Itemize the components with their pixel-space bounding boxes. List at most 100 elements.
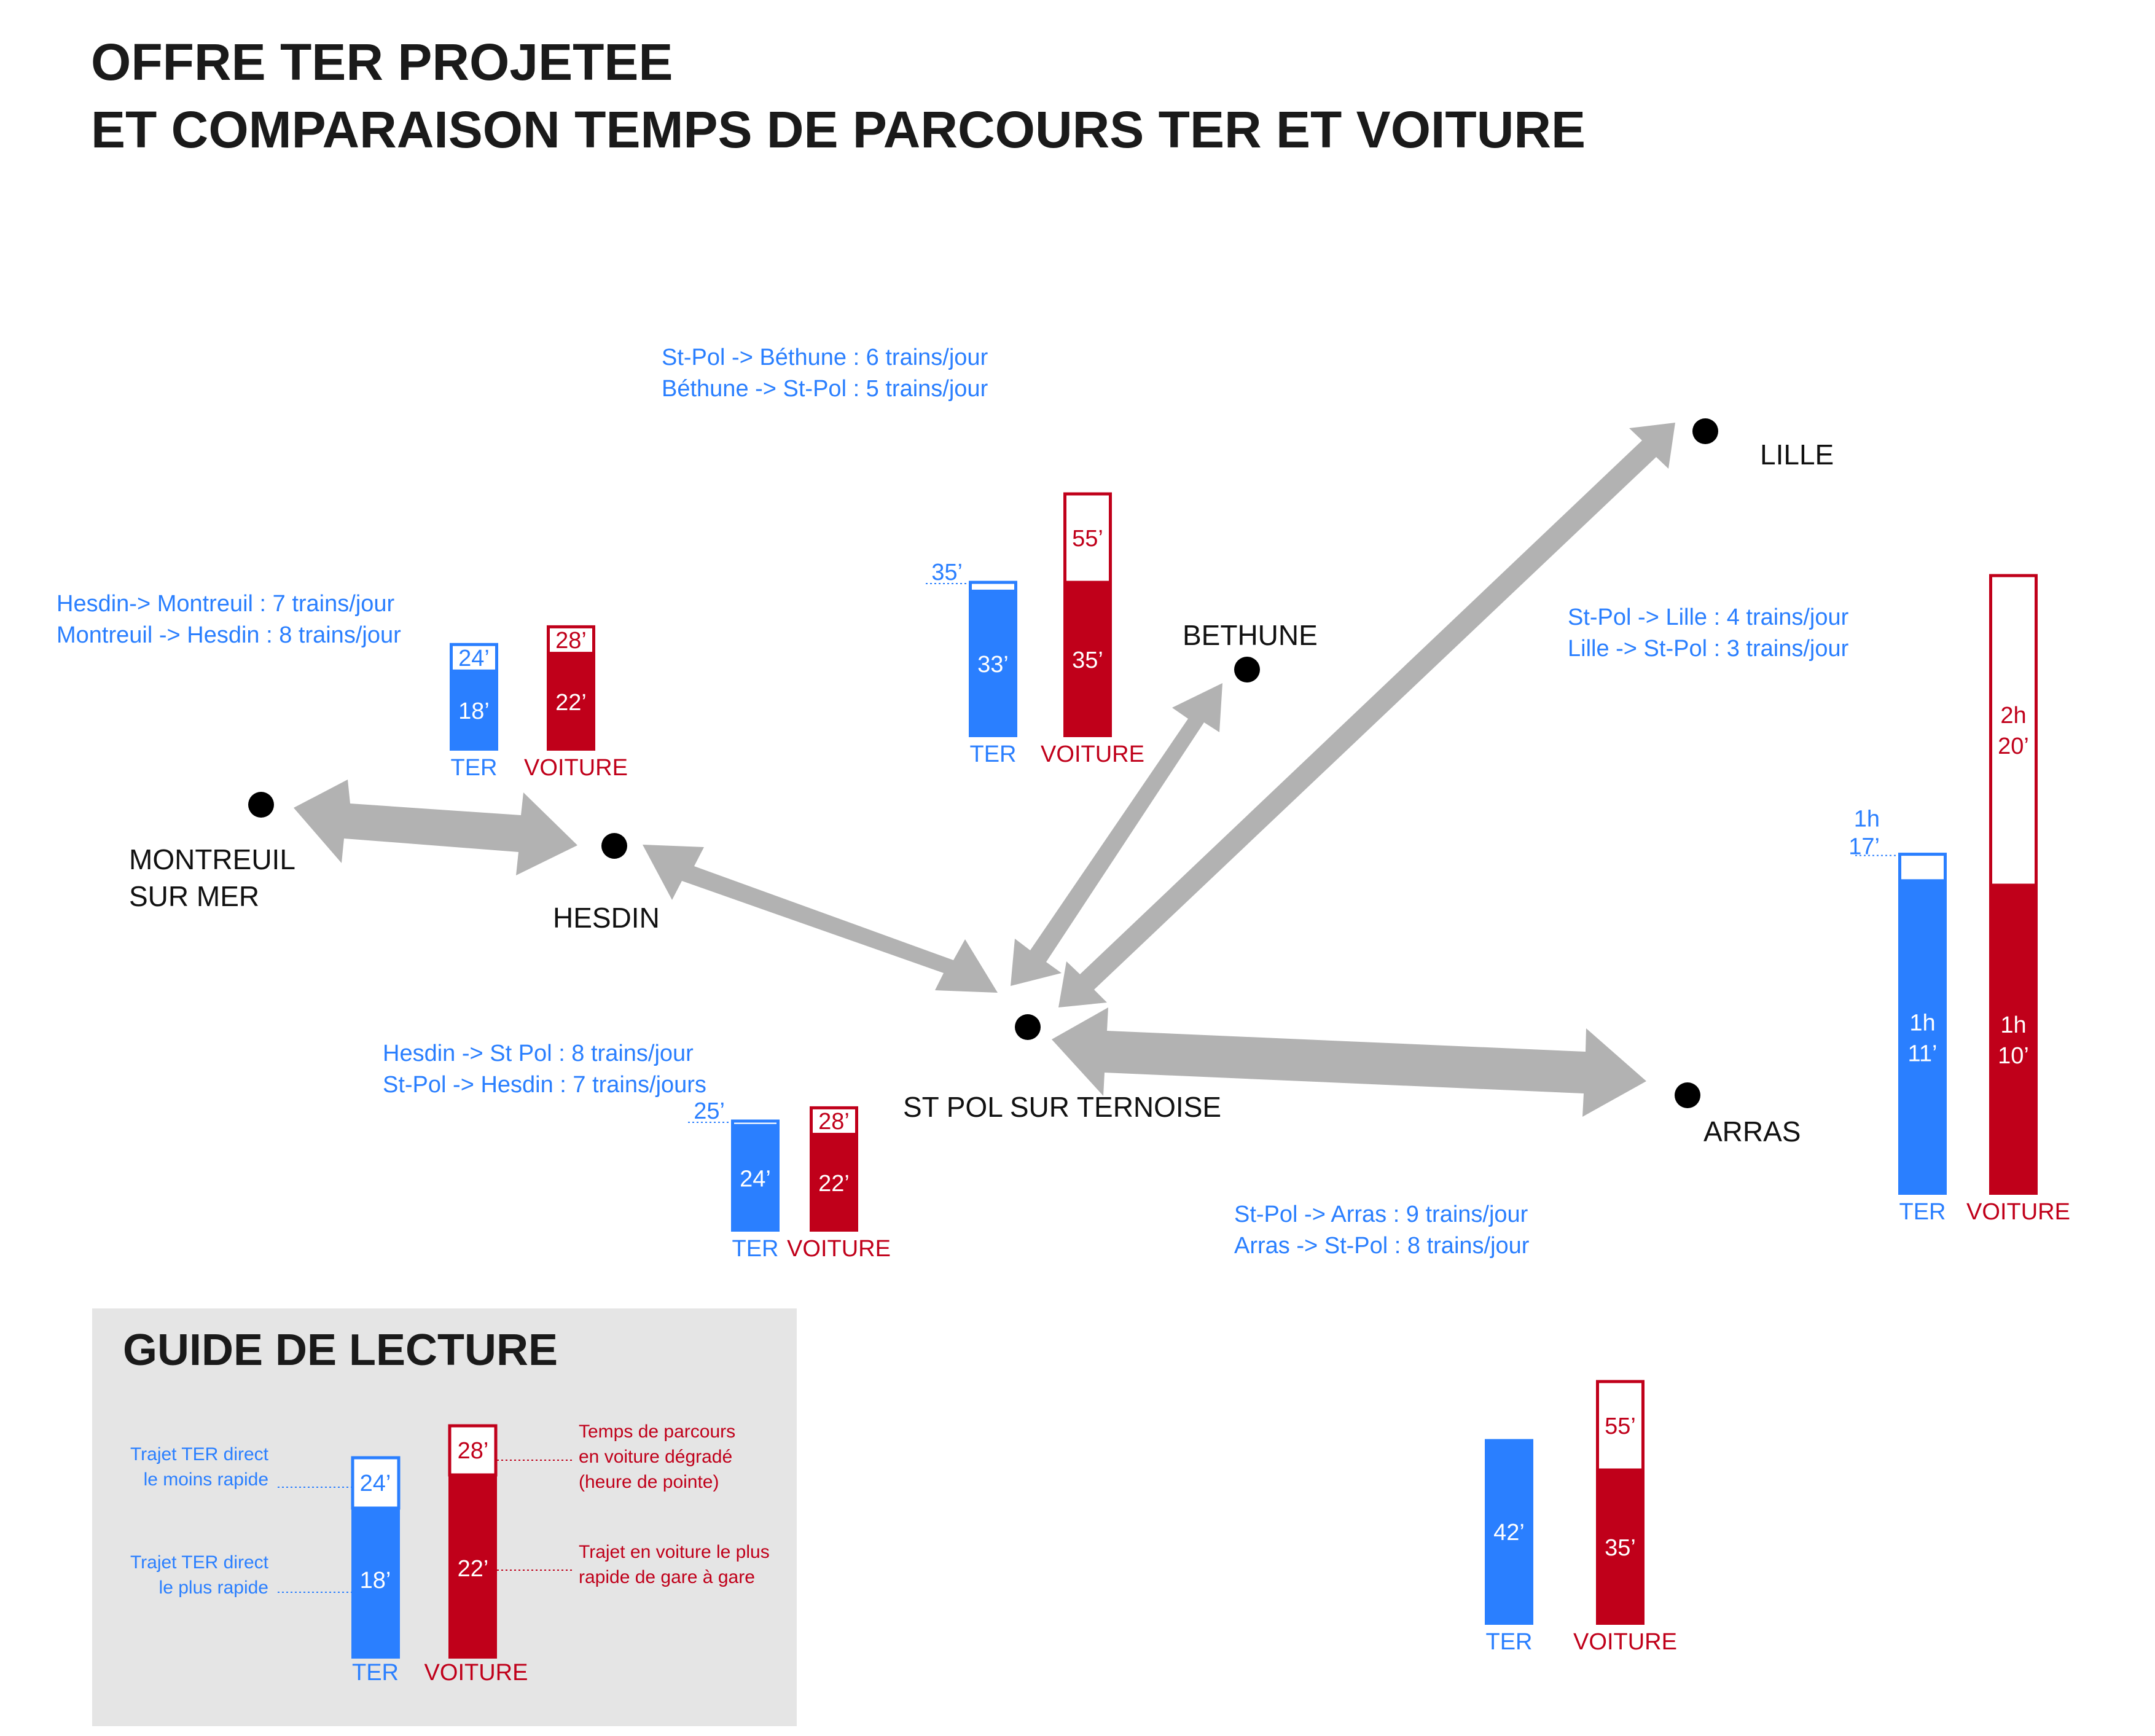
chart5-ter-fast-bar: [1898, 880, 1947, 1195]
city-dot-lille: [1692, 418, 1718, 444]
chart1-car-slow-label: 28’: [555, 628, 587, 654]
guide-note-car-slow-2: en voiture dégradé: [579, 1447, 732, 1467]
chart3-ter-fast-bar: [731, 1125, 780, 1232]
freq-montreuil-hesdin-2: Montreuil -> Hesdin : 8 trains/jour: [57, 622, 401, 648]
city-label-montreuil-line1: MONTREUIL: [129, 843, 295, 875]
chart2-ter-slow-label: 35’: [931, 560, 963, 585]
chart5-car-fast-label-line-1: 1h: [2000, 1012, 2026, 1038]
freq-hesdin-stpol-2: St-Pol -> Hesdin : 7 trains/jours: [383, 1072, 706, 1098]
chart3-ter-axis-label: TER: [732, 1236, 779, 1262]
chart4-ter-fast-bar: [1485, 1439, 1533, 1625]
guide-title: GUIDE DE LECTURE: [123, 1326, 558, 1375]
chart5-car-slow-label-line-1: 2h: [2000, 703, 2026, 729]
chart2-car-axis-label: VOITURE: [1041, 741, 1144, 767]
guide-background: [92, 1308, 797, 1726]
chart1-ter-slow-bar: [450, 643, 498, 673]
chart2-car-fast-bar: [1063, 582, 1112, 737]
city-dots: [248, 418, 1718, 1108]
guide-note-car-fast-1: Trajet en voiture le plus: [579, 1542, 770, 1562]
chart4-ter-fast-label: 42’: [1493, 1520, 1525, 1546]
city-dot-arras: [1675, 1082, 1700, 1108]
chart5-car-axis-label: VOITURE: [1966, 1199, 2070, 1225]
chart3-ter-slow-label: 25’: [694, 1098, 725, 1124]
freq-stpol-bethune-1: St-Pol -> Béthune : 6 trains/jour: [662, 345, 988, 370]
chart5-ter-slow-label-line-1: 1h: [1854, 807, 1880, 832]
chart1-ter-slow-label: 24’: [458, 646, 490, 671]
chart4-car-fast-label: 35’: [1605, 1535, 1636, 1561]
chart5-car-fast-bar: [1989, 885, 2038, 1195]
freq-stpol-lille-2: Lille -> St-Pol : 3 trains/jour: [1568, 636, 1849, 662]
guide-note-ter-slow-1: Trajet TER direct: [130, 1444, 269, 1464]
chart1-car-fast-label: 22’: [555, 690, 587, 716]
freq-stpol-arras-2: Arras -> St-Pol : 8 trains/jour: [1234, 1233, 1530, 1259]
freq-hesdin-stpol-1: Hesdin -> St Pol : 8 trains/jour: [383, 1041, 694, 1066]
chart4-ter-axis-label: TER: [1486, 1629, 1533, 1655]
chart1-ter-fast-bar: [450, 671, 498, 751]
chart1-car-fast-bar: [547, 653, 595, 751]
chart5-car-slow-label-line-2: 20’: [1998, 733, 2029, 759]
freq-stpol-lille-1: St-Pol -> Lille : 4 trains/jour: [1568, 604, 1849, 630]
guide-car-fast-label: 22’: [458, 1556, 489, 1582]
connection-arrows: [294, 423, 1675, 1117]
city-label-arras: ARRAS: [1703, 1116, 1801, 1148]
guide-car-fast-segment: [448, 1475, 497, 1659]
guide-note-car-slow-1: Temps de parcours: [579, 1421, 735, 1442]
chart3-ter-fast-label: 24’: [740, 1167, 771, 1192]
guide-car-axis-label: VOITURE: [424, 1660, 528, 1686]
guide-note-ter-fast-2: le plus rapide: [159, 1578, 268, 1598]
chart1-ter-axis-label: TER: [451, 755, 498, 781]
chart3-ter-slow-bar: [731, 1119, 780, 1127]
guide-ter-slow-segment: [351, 1456, 401, 1510]
guide-ter-axis-label: TER: [352, 1660, 399, 1686]
chart3-car-fast-bar: [810, 1134, 858, 1232]
chart4-car-slow-label: 55’: [1605, 1413, 1636, 1439]
chart2-car-slow-bar: [1063, 492, 1112, 584]
chart5-ter-fast-label-line-1: 1h: [1909, 1010, 1935, 1036]
chart5-ter-slow-bar: [1898, 853, 1947, 883]
chart5-ter-slow-label-line-2: 17’: [1848, 834, 1880, 860]
travel-time-bars: 18’ 24’ TER 22’ 28’ VOITURE 33’ 35’ TER 35’ 55’ VOI…: [450, 492, 2070, 1655]
chart3-car-axis-label: VOITURE: [787, 1236, 891, 1262]
guide-note-car-slow-3: (heure de pointe): [579, 1472, 719, 1492]
chart4-car-axis-label: VOITURE: [1573, 1629, 1677, 1655]
city-label-hesdin: HESDIN: [553, 902, 660, 934]
chart4-car-slow-bar: [1596, 1380, 1645, 1472]
freq-stpol-arras-1: St-Pol -> Arras : 9 trains/jour: [1234, 1202, 1528, 1227]
guide-note-ter-slow-2: le moins rapide: [144, 1469, 268, 1490]
reading-guide: GUIDE DE LECTURE 24’ 18’ TER 28’ 22’ VOI…: [92, 1308, 797, 1726]
freq-stpol-bethune-2: Béthune -> St-Pol : 5 trains/jour: [662, 376, 988, 402]
freq-montreuil-hesdin-1: Hesdin-> Montreuil : 7 trains/jour: [57, 591, 395, 617]
arrow-hesdin-stpol: [643, 845, 998, 993]
chart3-car-fast-label: 22’: [818, 1171, 850, 1197]
chart3-car-slow-bar: [810, 1106, 858, 1136]
chart5-ter-fast-label-line-2: 11’: [1908, 1041, 1938, 1066]
chart1-ter-fast-label: 18’: [458, 698, 490, 724]
chart2-ter-axis-label: TER: [970, 741, 1017, 767]
arrow-stpol-lille: [1058, 423, 1675, 1007]
arrow-stpol-arras: [1052, 1007, 1646, 1117]
guide-ter-slow-label: 24’: [360, 1471, 391, 1496]
title-line-1: OFFRE TER PROJETEE: [91, 33, 673, 91]
city-dot-montreuil: [248, 792, 274, 818]
arrow-stpol-bethune: [1011, 683, 1222, 986]
guide-note-car-fast-2: rapide de gare à gare: [579, 1567, 755, 1587]
chart2-car-fast-label: 35’: [1072, 647, 1103, 673]
chart5-car-fast-label-line-2: 10’: [1998, 1043, 2029, 1069]
chart2-ter-fast-label: 33’: [977, 652, 1009, 678]
chart2-ter-slow-bar: [969, 581, 1017, 593]
city-label-lille: LILLE: [1760, 439, 1834, 471]
chart1-car-slow-bar: [547, 625, 595, 655]
guide-ter-fast-segment: [351, 1508, 400, 1659]
chart4-car-fast-bar: [1596, 1470, 1645, 1625]
guide-car-slow-label: 28’: [458, 1438, 489, 1464]
chart2-ter-fast-bar: [969, 591, 1017, 737]
city-dot-hesdin: [601, 833, 627, 859]
chart1-car-axis-label: VOITURE: [524, 755, 628, 781]
title-line-2: ET COMPARAISON TEMPS DE PARCOURS TER ET …: [91, 101, 1586, 158]
city-label-stpol: ST POL SUR TERNOISE: [903, 1091, 1221, 1123]
chart2-car-slow-label: 55’: [1072, 526, 1103, 552]
city-dot-bethune: [1234, 657, 1260, 682]
city-label-bethune: BETHUNE: [1183, 619, 1318, 651]
guide-ter-fast-label: 18’: [360, 1568, 391, 1593]
